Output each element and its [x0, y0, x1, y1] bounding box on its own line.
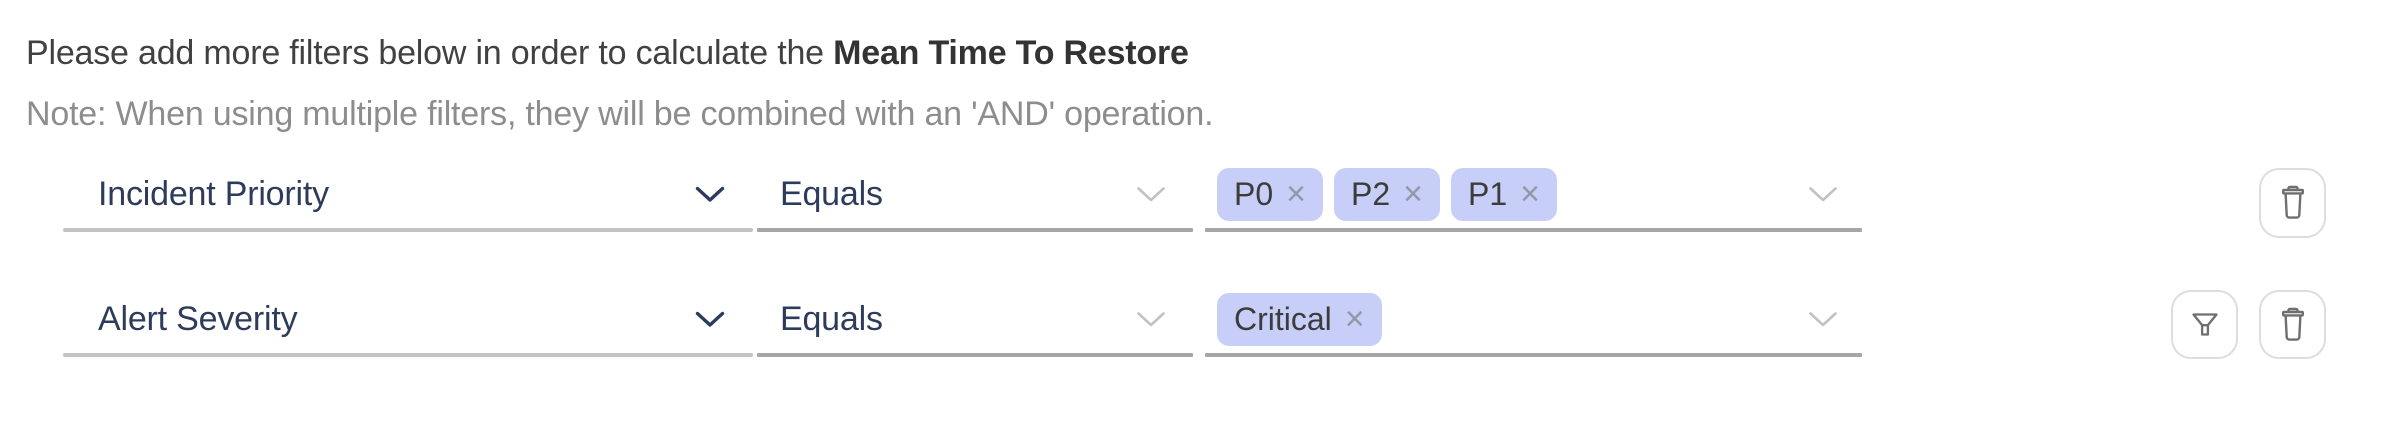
- filter-operator-value: Equals: [780, 174, 883, 213]
- field-underline: [1205, 228, 1862, 232]
- delete-filter-button[interactable]: [2259, 290, 2326, 359]
- field-underline: [63, 353, 753, 357]
- value-chip[interactable]: P0 ×: [1217, 167, 1323, 221]
- remove-chip-icon[interactable]: ×: [1286, 175, 1306, 213]
- chevron-down-icon: [1808, 185, 1838, 203]
- field-underline: [757, 353, 1193, 357]
- metric-name: Mean Time To Restore: [833, 34, 1189, 72]
- intro-text: Please add more filters below in order t…: [26, 34, 834, 72]
- filter-field-value: Alert Severity: [98, 299, 298, 338]
- chevron-down-icon: [695, 310, 725, 328]
- field-underline: [757, 228, 1193, 232]
- delete-filter-button[interactable]: [2259, 168, 2326, 238]
- chip-label: P0: [1234, 175, 1274, 212]
- remove-chip-icon[interactable]: ×: [1520, 175, 1540, 213]
- filter-values-multiselect[interactable]: Critical ×: [1205, 285, 1862, 357]
- filter-field-select[interactable]: Alert Severity: [63, 285, 753, 357]
- chip-label: P2: [1351, 175, 1391, 212]
- chevron-down-icon: [1808, 310, 1838, 328]
- chevron-down-icon: [1136, 310, 1166, 328]
- remove-chip-icon[interactable]: ×: [1344, 300, 1365, 338]
- value-chip[interactable]: P2 ×: [1334, 167, 1440, 221]
- field-underline: [63, 228, 753, 232]
- filter-operator-value: Equals: [780, 299, 883, 338]
- value-chip[interactable]: Critical ×: [1217, 292, 1382, 346]
- filter-field-value: Incident Priority: [98, 174, 329, 213]
- page-title: Please add more filters below in order t…: [26, 33, 1189, 73]
- chevron-down-icon: [695, 185, 725, 203]
- selected-values: Critical ×: [1205, 292, 1382, 346]
- apply-filter-button[interactable]: [2171, 290, 2238, 359]
- trash-icon: [2278, 185, 2308, 221]
- chevron-down-icon: [1136, 185, 1166, 203]
- chip-label: P1: [1468, 175, 1508, 212]
- remove-chip-icon[interactable]: ×: [1403, 175, 1423, 213]
- funnel-icon: [2189, 309, 2221, 341]
- chip-label: Critical: [1234, 300, 1332, 337]
- filters-note: Note: When using multiple filters, they …: [26, 95, 1214, 133]
- filter-operator-select[interactable]: Equals: [757, 285, 1193, 357]
- field-underline: [1205, 353, 1862, 357]
- value-chip[interactable]: P1 ×: [1451, 167, 1557, 221]
- filter-values-multiselect[interactable]: P0 × P2 × P1 ×: [1205, 160, 1862, 232]
- filter-operator-select[interactable]: Equals: [757, 160, 1193, 232]
- selected-values: P0 × P2 × P1 ×: [1205, 167, 1557, 221]
- trash-icon: [2278, 307, 2308, 343]
- filter-field-select[interactable]: Incident Priority: [63, 160, 753, 232]
